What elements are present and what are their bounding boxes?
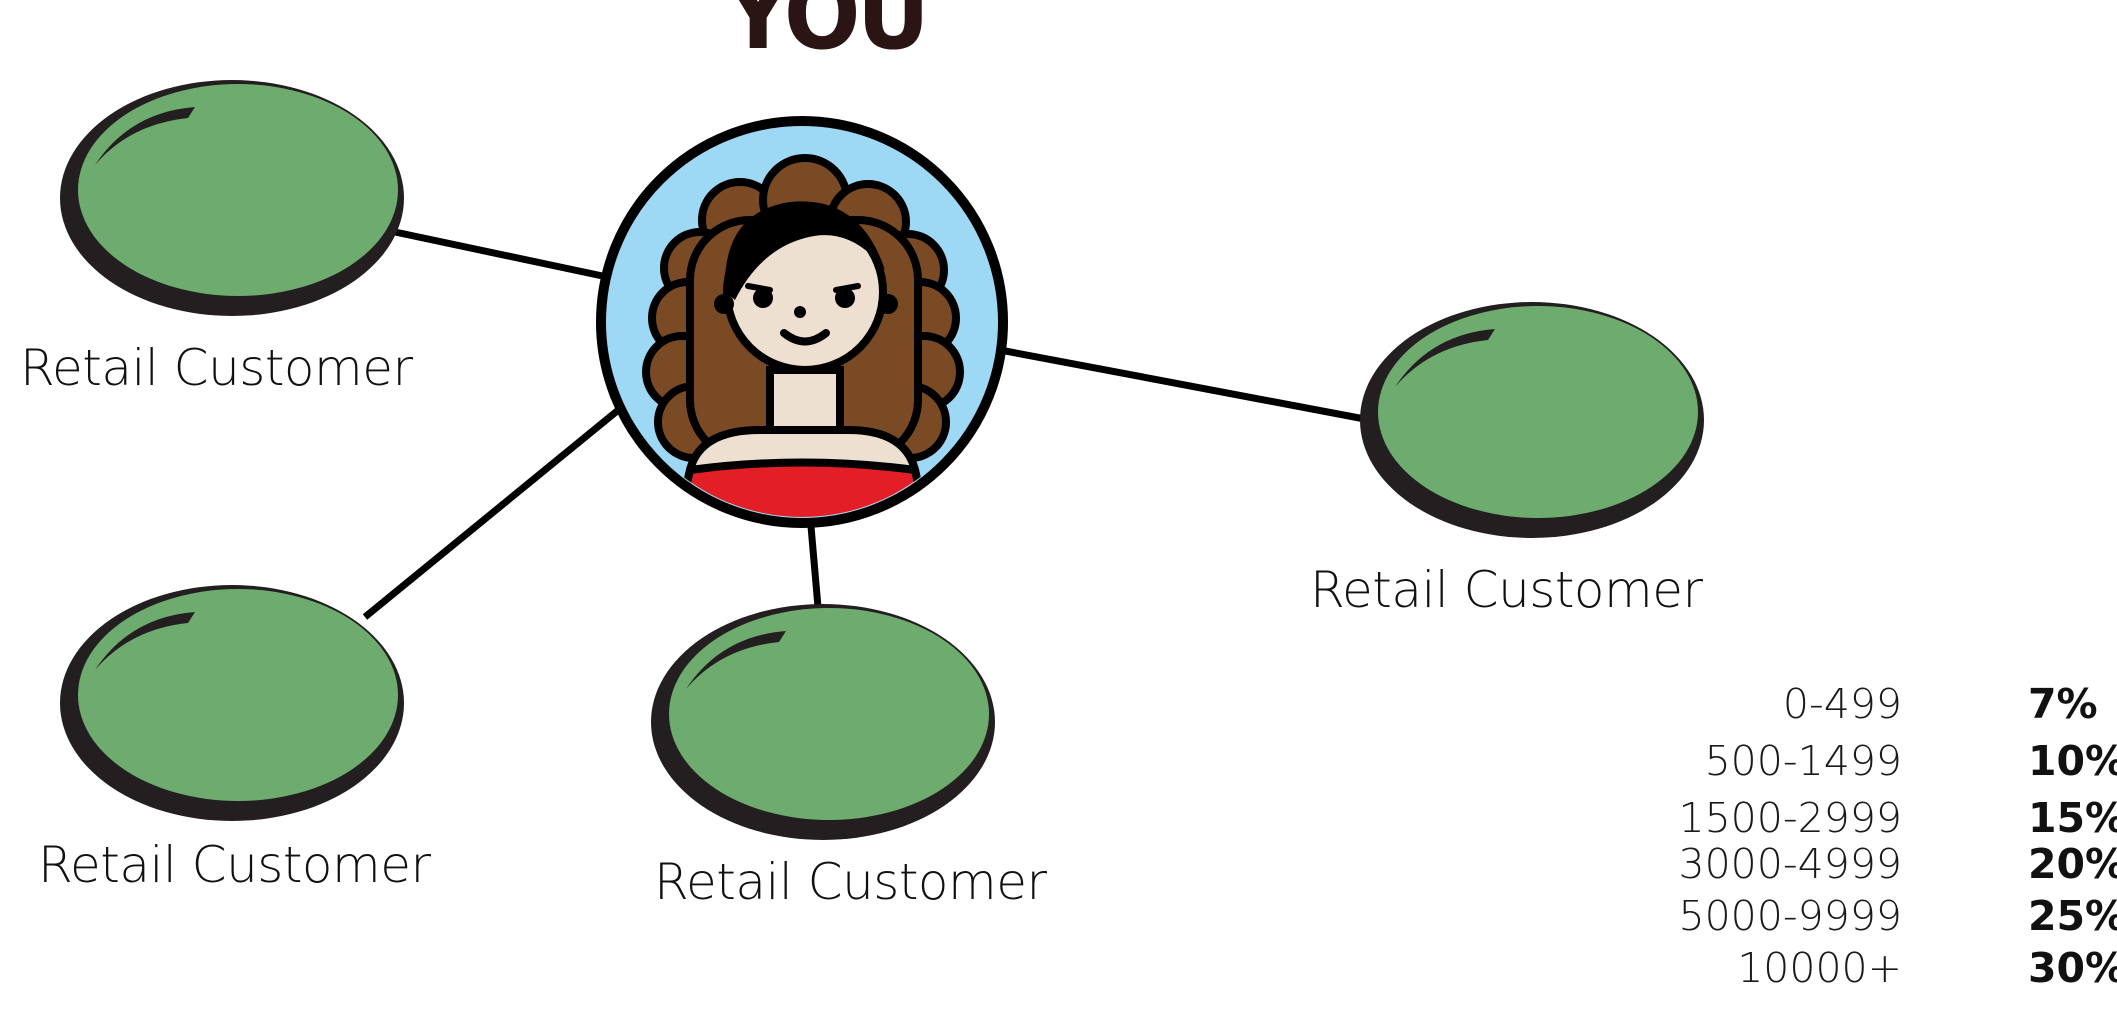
tier-range: 0-499 <box>1782 680 1902 728</box>
customer-node-top-left <box>60 80 404 316</box>
connector-line-bottom-left <box>362 404 625 620</box>
tier-range: 1500-2999 <box>1678 794 1902 842</box>
tier-percent: 20% <box>2028 840 2117 888</box>
tier-range: 3000-4999 <box>1678 840 1902 888</box>
customer-label-right: Retail Customer <box>1310 561 1703 619</box>
tier-row: 10000+ 30% <box>1720 948 2117 998</box>
connector-line-right <box>999 346 1371 424</box>
customer-node-bottom-center <box>651 604 995 840</box>
tier-row: 3000-4999 20% <box>1679 840 2117 894</box>
tier-row: 1500-2999 15% <box>1679 794 2117 848</box>
customer-label-bottom-center: Retail Customer <box>654 853 1047 911</box>
tier-percent: 25% <box>2028 892 2117 940</box>
customer-node-bottom-left <box>60 585 404 821</box>
tier-row: 0-499 7% <box>1720 684 2117 734</box>
tier-percent: 10% <box>2028 737 2117 785</box>
connector-line-top-left <box>394 228 613 282</box>
tier-percent: 15% <box>2028 794 2117 842</box>
tier-range: 10000+ <box>1737 944 1902 992</box>
connector-line-bottom-center <box>806 514 822 608</box>
woman-avatar-icon <box>596 116 1008 528</box>
customer-node-right <box>1360 302 1704 538</box>
tier-row: 500-1499 10% <box>1705 737 2117 791</box>
diagram-title: YOU <box>725 0 930 72</box>
customer-label-top-left: Retail Customer <box>20 339 413 397</box>
tier-row: 5000-9999 25% <box>1679 892 2117 946</box>
tier-range: 5000-9999 <box>1678 892 1902 940</box>
tier-percent: 7% <box>2028 680 2098 728</box>
customer-label-bottom-left: Retail Customer <box>38 836 431 894</box>
tier-range: 500-1499 <box>1704 737 1902 785</box>
tier-percent: 30% <box>2028 944 2117 992</box>
